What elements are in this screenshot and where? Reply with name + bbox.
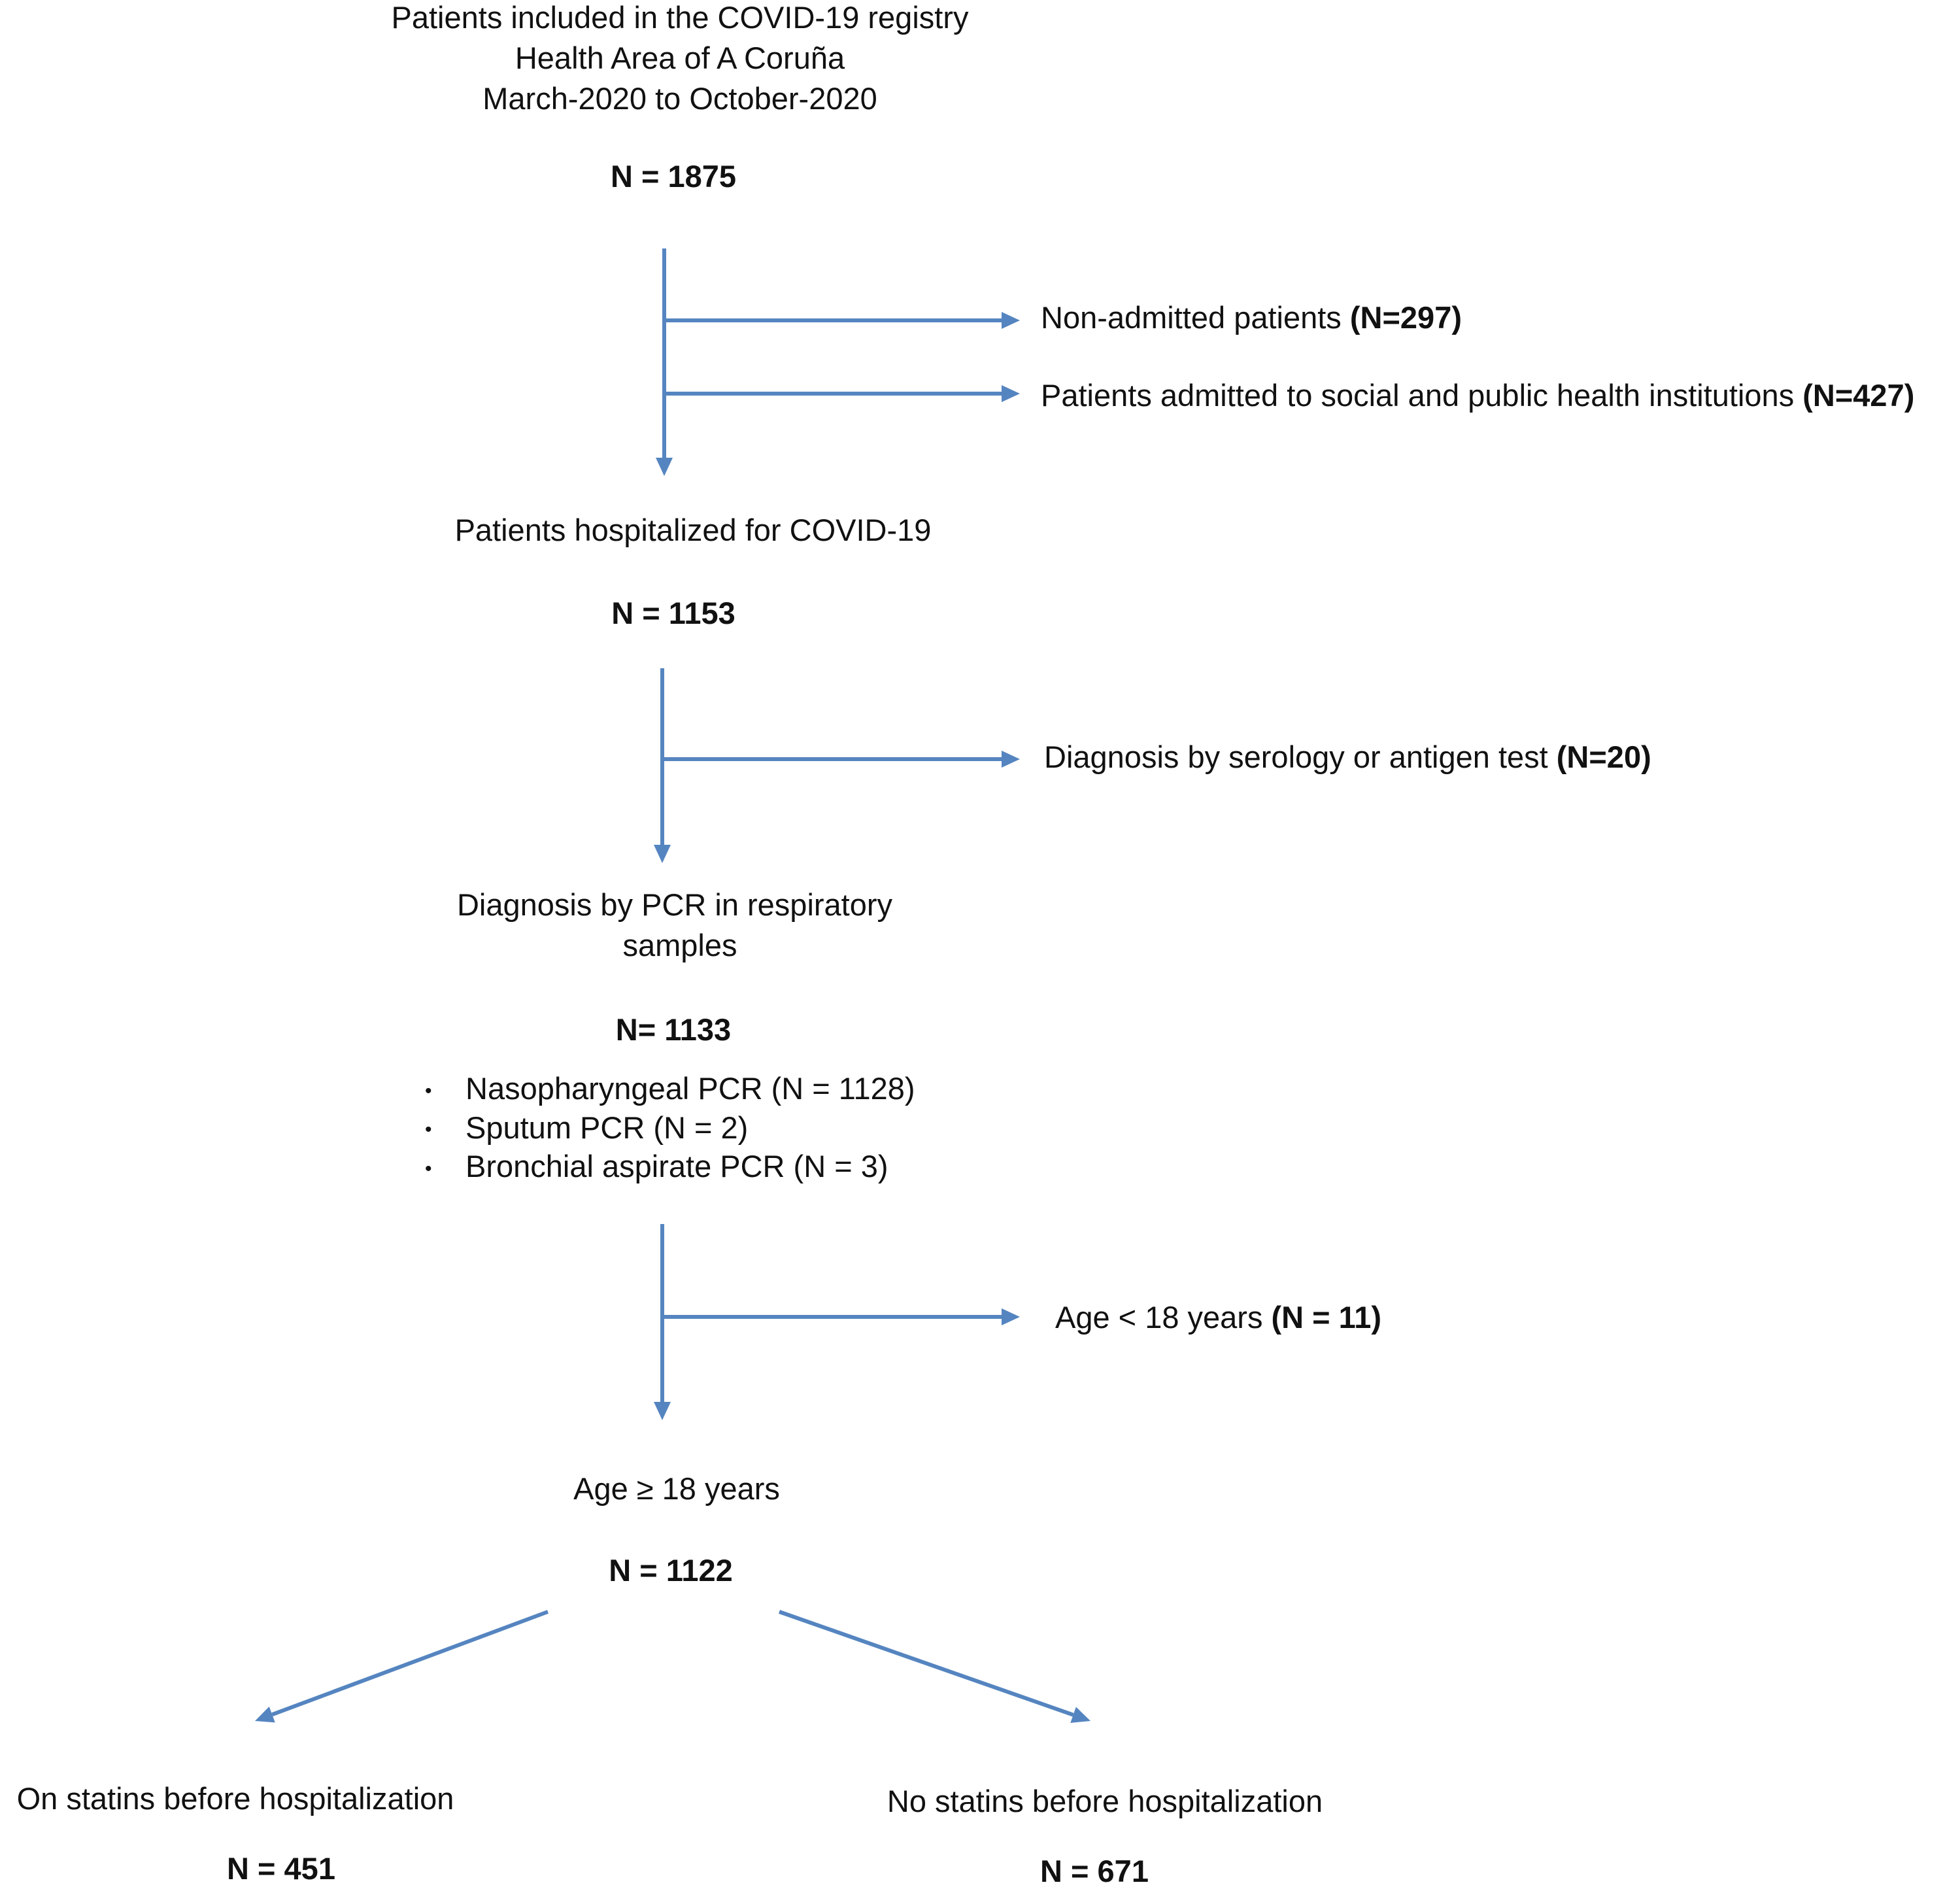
registry-count: N = 1875 xyxy=(610,159,737,194)
list-item-text: Nasopharyngeal PCR (N = 1128) xyxy=(465,1071,915,1106)
pcr-diagnosis-count: N= 1133 xyxy=(615,1012,732,1047)
exclusion-non-admitted-count: (N=297) xyxy=(1349,300,1462,335)
exclusion-serology-count: (N=20) xyxy=(1556,740,1651,774)
hospitalized-count: N = 1153 xyxy=(611,596,735,630)
exclusion-non-admitted: Non-admitted patients (N=297) xyxy=(1041,298,1462,338)
registry-title-line3: March-2020 to October-2020 xyxy=(482,81,877,116)
arrow-exclude-non-admitted-head xyxy=(1002,312,1020,329)
exclusion-institutions-count: (N=427) xyxy=(1802,378,1915,413)
statins-group-count: N = 451 xyxy=(227,1851,335,1886)
adult-count: N = 1122 xyxy=(609,1553,733,1588)
list-item: •Bronchial aspirate PCR (N = 3) xyxy=(425,1149,888,1184)
list-item: •Nasopharyngeal PCR (N = 1128) xyxy=(425,1071,915,1106)
hospitalized-label: Patients hospitalized for COVID-19 xyxy=(454,513,932,547)
pcr-diagnosis-line2: samples xyxy=(622,928,737,962)
registry-title-line2: Health Area of A Coruña xyxy=(515,41,845,75)
arrow-exclude-serology-head xyxy=(1002,751,1020,768)
pcr-diagnosis-line1: Diagnosis by PCR in respiratory xyxy=(456,887,893,922)
arrow-exclude-institutions-head xyxy=(1002,385,1020,402)
exclusion-serology-label: Diagnosis by serology or antigen test xyxy=(1044,740,1557,774)
arrow-to-statins-group-line xyxy=(271,1610,549,1717)
exclusion-non-admitted-label: Non-admitted patients xyxy=(1041,300,1350,335)
arrow-to-statins-group-head xyxy=(255,1707,275,1723)
exclusion-institutions-label: Patients admitted to social and public h… xyxy=(1041,378,1803,413)
pcr-breakdown-list: •Nasopharyngeal PCR (N = 1128) •Sputum P… xyxy=(425,1070,915,1187)
arrow-pcr-to-adult-head xyxy=(654,1402,671,1420)
arrow-to-no-statins-group-head xyxy=(1070,1707,1090,1723)
arrow-registry-to-hospitalized-head xyxy=(656,458,673,476)
arrow-hospitalized-to-pcr-head xyxy=(654,845,671,863)
exclusion-under-18-label: Age < 18 years xyxy=(1055,1300,1272,1335)
list-item: •Sputum PCR (N = 2) xyxy=(425,1110,749,1145)
list-item-text: Bronchial aspirate PCR (N = 3) xyxy=(465,1149,888,1184)
statins-group-label: On statins before hospitalization xyxy=(16,1781,454,1816)
arrow-exclude-under-18-head xyxy=(1002,1308,1020,1325)
registry-title-line1: Patients included in the COVID-19 regist… xyxy=(391,0,969,35)
list-item-text: Sputum PCR (N = 2) xyxy=(465,1110,749,1145)
adult-label: Age ≥ 18 years xyxy=(573,1471,780,1506)
exclusion-under-18: Age < 18 years (N = 11) xyxy=(1055,1297,1381,1338)
no-statins-group-label: No statins before hospitalization xyxy=(887,1784,1323,1818)
exclusion-under-18-count: (N = 11) xyxy=(1271,1300,1382,1335)
arrow-to-no-statins-group-line xyxy=(779,1610,1074,1717)
no-statins-group-count: N = 671 xyxy=(1040,1854,1149,1888)
exclusion-institutions: Patients admitted to social and public h… xyxy=(1041,375,1914,416)
exclusion-serology: Diagnosis by serology or antigen test (N… xyxy=(1044,737,1651,777)
